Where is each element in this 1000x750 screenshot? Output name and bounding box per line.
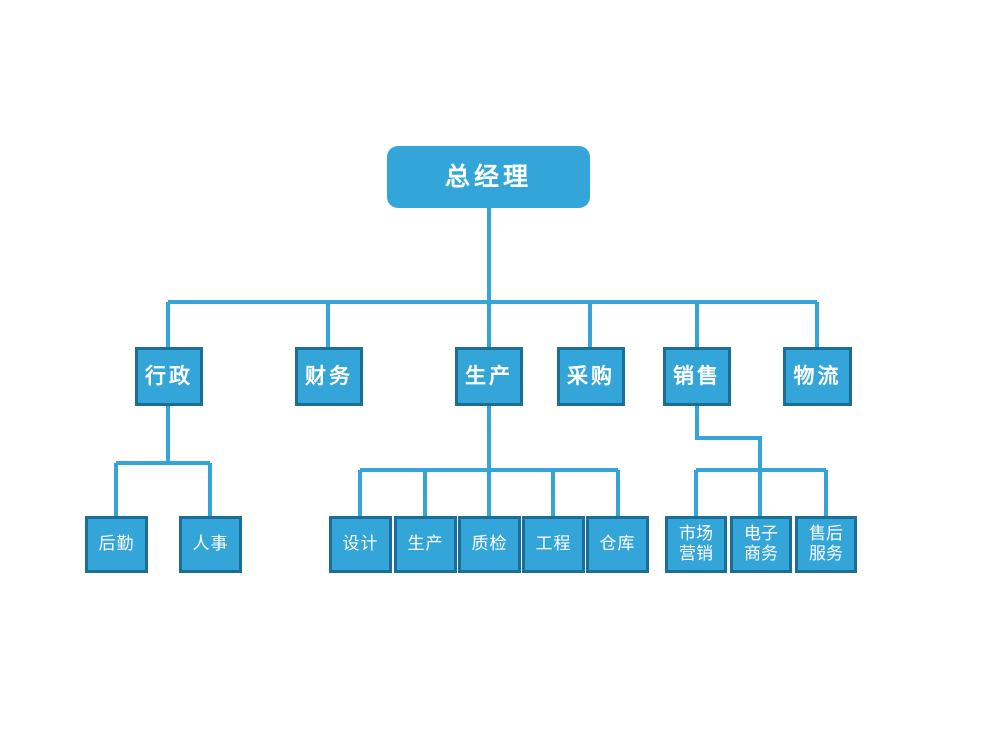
- node-level3-design[interactable]: 设计: [329, 516, 392, 573]
- node-level2-production[interactable]: 生产: [455, 347, 523, 406]
- node-level3-manufacturing[interactable]: 生产: [394, 516, 457, 573]
- node-level2-logistics[interactable]: 物流: [783, 347, 852, 406]
- node-level2-procurement[interactable]: 采购: [557, 347, 625, 406]
- node-level3-warehouse[interactable]: 仓库: [586, 516, 649, 573]
- connector-xiaoshou-jog: [695, 406, 762, 470]
- node-level3-marketing[interactable]: 市场 营销: [665, 516, 727, 573]
- node-level3-quality-inspection[interactable]: 质检: [458, 516, 521, 573]
- node-level3-human-resources[interactable]: 人事: [179, 516, 242, 573]
- node-level2-administration[interactable]: 行政: [135, 347, 203, 406]
- node-level3-engineering[interactable]: 工程: [522, 516, 585, 573]
- node-level3-ecommerce[interactable]: 电子 商务: [730, 516, 792, 573]
- node-level2-finance[interactable]: 财务: [295, 347, 363, 406]
- node-level2-sales[interactable]: 销售: [663, 347, 731, 406]
- node-level3-after-sales-service[interactable]: 售后 服务: [795, 516, 857, 573]
- node-root-general-manager[interactable]: 总经理: [387, 146, 590, 208]
- node-level3-support[interactable]: 后勤: [85, 516, 148, 573]
